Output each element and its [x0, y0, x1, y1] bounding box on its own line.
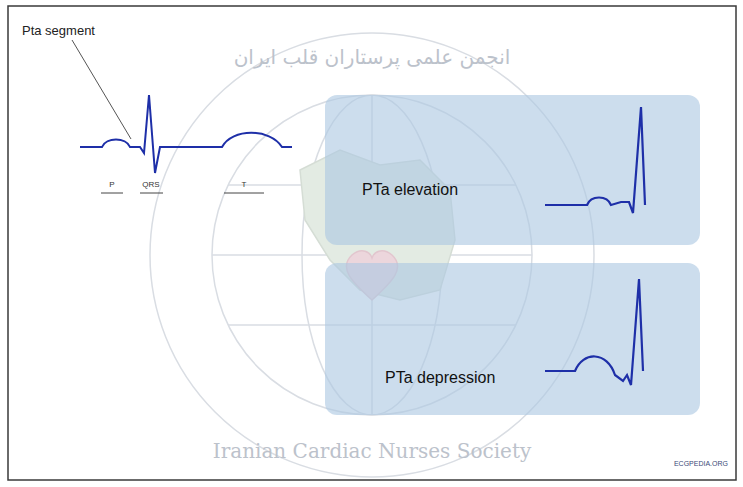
watermark-text: Iranian Cardiac Nurses Society [213, 440, 531, 462]
slide-frame [8, 6, 736, 480]
wave-label: QRS [142, 181, 159, 190]
source-credit: ECGPEDIA.ORG [674, 460, 728, 468]
interval-underline [140, 193, 163, 194]
wave-label: T [242, 181, 247, 190]
leader-line [72, 40, 131, 139]
wave-label: P [109, 181, 114, 190]
panel-title: PTa elevation [362, 181, 458, 199]
watermark-text: انجمن علمی پرستاران قلب ایران [234, 46, 511, 68]
wave-snippet [325, 263, 700, 415]
interval-underline [101, 193, 123, 194]
ecg-trace [545, 107, 645, 213]
wave-snippet [325, 95, 700, 245]
example-panel: PTa depression [325, 263, 700, 415]
callout-label: Pta segment [22, 24, 95, 38]
interval-underline [224, 193, 264, 194]
panel-title: PTa depression [385, 369, 495, 387]
ecg-trace [545, 279, 643, 385]
example-panel: PTa elevation [325, 95, 700, 245]
